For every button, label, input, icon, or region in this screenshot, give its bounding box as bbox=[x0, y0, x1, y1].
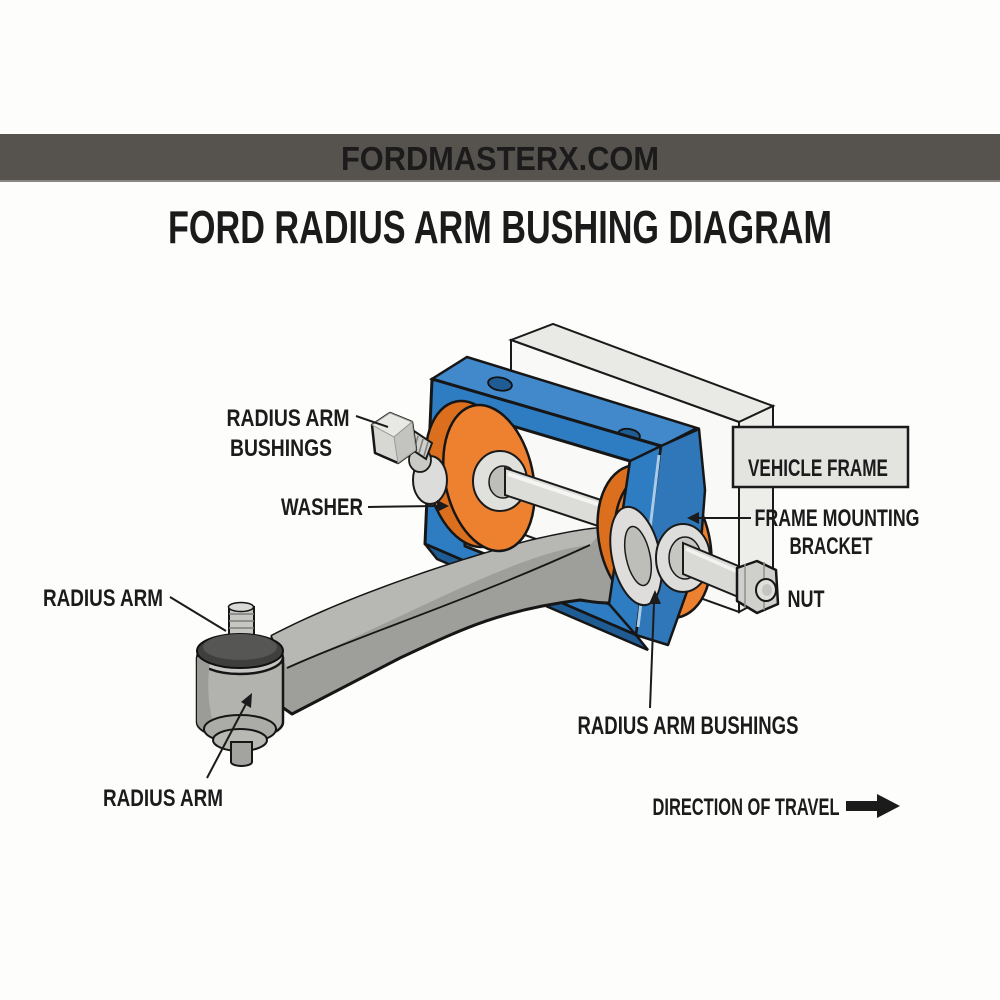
radius-arm-end bbox=[195, 601, 285, 767]
frame-mounting-bracket-label-line2: BRACKET bbox=[790, 533, 873, 560]
bolt-head-side-facet bbox=[393, 421, 417, 464]
radius-arm-bottom-label: RADIUS ARM bbox=[103, 785, 223, 812]
header-bar: FORDMASTERX.COM bbox=[0, 134, 1000, 182]
leader-radius-arm-bottom bbox=[206, 701, 248, 779]
vehicle-frame-box bbox=[731, 425, 910, 489]
nut-assembly bbox=[655, 523, 780, 615]
vehicle-frame-label: VEHICLE FRAME bbox=[748, 455, 888, 482]
direction-of-travel-label: DIRECTION OF TRAVEL bbox=[653, 794, 840, 821]
radius-arm-beam-top-face bbox=[272, 528, 605, 668]
bolt-shaft bbox=[472, 450, 623, 536]
washer-label: WASHER bbox=[281, 494, 363, 521]
frame-mounting-bracket-arrowhead bbox=[687, 512, 699, 524]
radius-arm-bushings-bottom-arrowhead bbox=[649, 590, 661, 604]
page-title: FORD RADIUS ARM BUSHING DIAGRAM bbox=[168, 201, 832, 253]
header-bar-bottom-edge bbox=[0, 180, 1000, 182]
nut-shaft-highlight bbox=[685, 547, 746, 577]
radius-arm-bushings-bottom-label: RADIUS ARM BUSHINGS bbox=[578, 712, 799, 740]
annotations: RADIUS ARM BUSHINGS WASHER FRAME MOUNTIN… bbox=[43, 405, 920, 821]
radius-arm-beam-edge-line bbox=[286, 544, 591, 669]
arm-stud-top bbox=[227, 601, 255, 613]
radius-arm-bushings-top-label-line1: RADIUS ARM bbox=[227, 405, 350, 432]
bracket-bolt-hole-left bbox=[487, 376, 513, 392]
frame-mounting-bracket-label-line1: FRAME MOUNTING bbox=[755, 505, 920, 532]
vehicle-frame-label-box: VEHICLE FRAME bbox=[731, 425, 910, 489]
arm-cylinder-shading bbox=[197, 657, 218, 736]
washer-arrowhead bbox=[437, 500, 449, 512]
leader-radius-arm-left bbox=[169, 596, 227, 632]
site-title: FORDMASTERX.COM bbox=[341, 140, 659, 177]
rear-bushing-washer-bore bbox=[623, 525, 653, 587]
radius-arm-left-label: RADIUS ARM bbox=[43, 585, 163, 612]
header-bar-background bbox=[0, 134, 1000, 182]
radius-arm-bushings-top-label-line2: BUSHINGS bbox=[230, 435, 332, 462]
bracket-top-face bbox=[428, 355, 701, 448]
leader-radius-arm-bushings-top bbox=[355, 415, 389, 428]
radius-arm-bottom-arrowhead bbox=[241, 693, 252, 708]
leader-washer bbox=[367, 505, 438, 508]
nut-label: NUT bbox=[788, 586, 825, 613]
arm-bottom-stud bbox=[230, 741, 253, 767]
bolt-tip-center bbox=[762, 584, 772, 596]
direction-of-travel-arrow-icon bbox=[846, 794, 900, 818]
leader-radius-arm-bushings-bottom bbox=[649, 602, 655, 709]
arm-rubber-washer-top bbox=[203, 634, 277, 660]
